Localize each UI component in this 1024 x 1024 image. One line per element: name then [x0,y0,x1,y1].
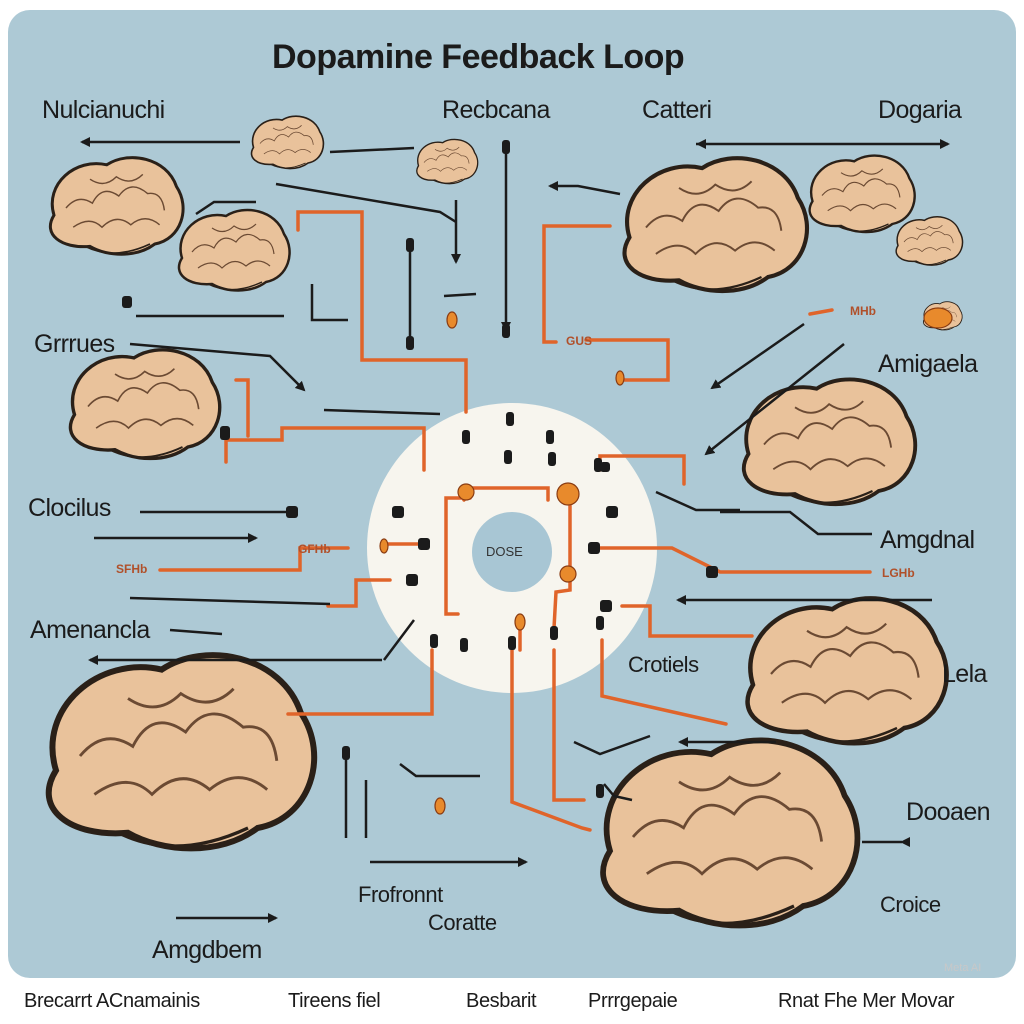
brain-icon [177,208,291,292]
label-croice: Croice [880,892,941,917]
footer-item-4: Prrrgepaie [588,990,678,1012]
orange-nodes [379,307,953,815]
label-coratte: Coratte [428,910,497,935]
label-dooaen: Dooaen [906,798,991,826]
watermark: Meta AI [944,962,982,974]
footer-item-3: Besbarit [466,990,537,1012]
brain-icon [895,216,964,266]
small-label-left-mid: SFHb [116,562,148,576]
label-clocilus: Clocilus [28,494,111,522]
label-frofronnt: Frofronnt [358,882,443,907]
label-amigaela: Amigaela [878,350,978,378]
small-label-right-mid: LGHb [882,566,915,580]
small-label-upper-right: MHb [850,304,876,318]
label-grrrues: Grrrues [34,330,115,358]
brain-icon [748,598,947,743]
center-hub [367,403,657,693]
brain-icon [808,154,916,234]
brain-icon [741,377,918,507]
label-amgdnal: Amgdnal [880,526,975,554]
brain-icon [603,740,857,925]
label-dogaria: Dogaria [878,96,962,124]
footer-item-1: Brecarrt ACnamainis [24,990,200,1012]
label-catteri: Catteri [642,96,712,124]
brain-icon [48,156,185,256]
brain-icon [250,115,325,170]
label-amgdbem: Amgdbem [152,936,262,964]
label-recbcana: Recbcana [442,96,550,124]
diagram-title: Dopamine Feedback Loop [272,38,685,76]
terminal-caps [122,140,718,798]
label-crotiels: Crotiels [628,652,699,677]
center-label: DOSE [486,544,523,559]
brain-icon [416,138,479,185]
small-label-upper-mid: GUS [566,334,593,348]
label-amenancla: Amenancla [30,616,150,644]
label-lela: Lela [942,660,987,688]
brain-icon [68,348,222,461]
connector-arrows [80,137,950,923]
footer-item-5: Rnat Fhe Mer Movar [778,990,955,1012]
label-nulcianuchi: Nulcianuchi [42,96,165,124]
small-label-left-mid2: GFHb [298,542,331,556]
brain-icon [49,655,314,848]
footer-item-2: Tireens fiel [288,990,381,1012]
brain-icon [625,158,807,291]
